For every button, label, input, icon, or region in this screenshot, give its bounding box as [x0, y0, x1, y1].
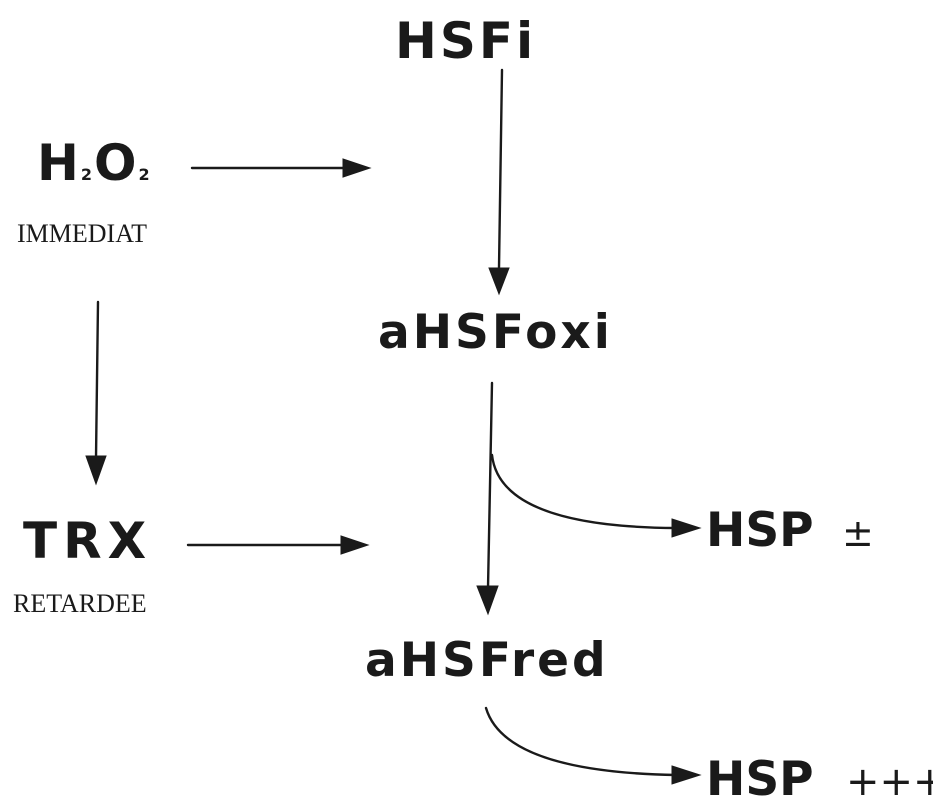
retardee-label: RETARDEE — [13, 589, 147, 618]
hsp-low-label: HSP ± — [706, 503, 874, 558]
h2o2-h: H — [37, 134, 79, 192]
immediat-label: IMMEDIAT — [17, 219, 147, 248]
h2o2-o: O — [94, 134, 137, 192]
h2o2-sub-1: 2 — [81, 165, 92, 184]
hsfi-label: HSFi — [395, 12, 536, 70]
hsp-high-level: +++ — [846, 759, 933, 800]
arrow-ahsfred-to-hsp-high — [484, 706, 702, 785]
ahsfred-label: aHSFred — [365, 633, 609, 688]
arrow-trx-to-ahsfred — [186, 535, 370, 555]
hsp-high-text: HSP — [706, 752, 814, 800]
hsp-low-level: ± — [842, 511, 874, 555]
hsp-low-text: HSP — [706, 503, 814, 558]
ahsfoxi-label: aHSFoxi — [378, 305, 613, 360]
trx-label: TRX — [23, 512, 152, 570]
arrow-h2o2-to-trx — [85, 300, 107, 486]
arrow-h2o2-to-ahsfoxi — [190, 158, 372, 178]
arrow-ahsfoxi-to-hsp-low — [490, 453, 702, 538]
arrow-ahsfoxi-to-ahsfred — [476, 381, 499, 616]
arrow-hsfi-to-ahsfoxi — [488, 68, 510, 296]
hsp-high-label: HSP +++ — [706, 752, 933, 800]
h2o2-sub-2: 2 — [139, 165, 150, 184]
